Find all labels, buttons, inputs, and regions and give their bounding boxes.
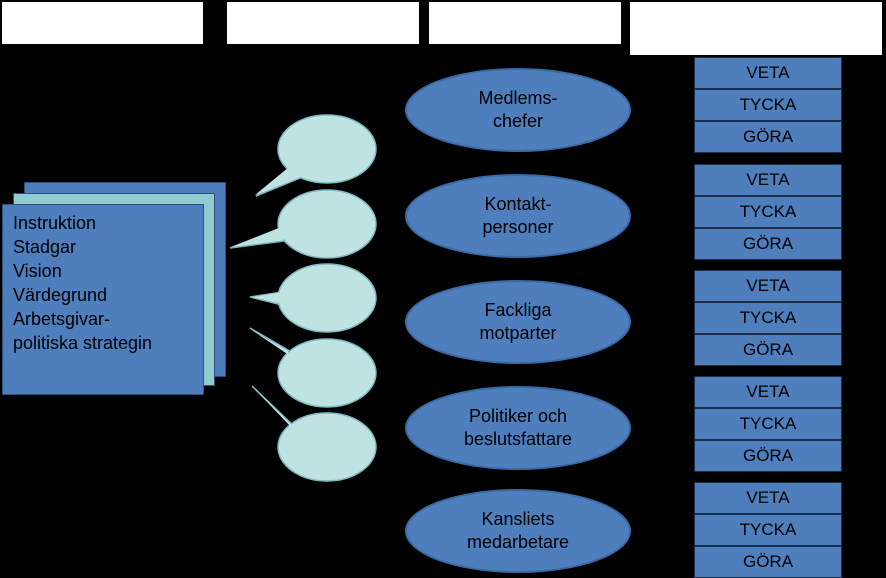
veta-cell: VETA [694, 376, 842, 408]
veta-cell: VETA [694, 164, 842, 196]
gora-cell: GÖRA [694, 546, 842, 578]
veta-cell: VETA [694, 482, 842, 514]
document-line: Arbetsgivar- [13, 309, 111, 329]
speech-bubble-5 [251, 385, 377, 482]
gora-cell: GÖRA [694, 334, 842, 366]
group-label: Medlems- chefer [478, 88, 558, 131]
group-label: Kontakt- personer [482, 194, 554, 237]
header-box-3 [427, 0, 623, 46]
group-ellipse-3: Fackliga motparter [405, 280, 631, 364]
gora-cell: GÖRA [694, 228, 842, 260]
group-label: Fackliga motparter [479, 300, 557, 343]
header-box-2 [225, 0, 421, 46]
veta-cell: VETA [694, 270, 842, 302]
header-box-1 [0, 0, 205, 46]
document-line: Vision [13, 261, 62, 281]
tycka-cell: TYCKA [694, 514, 842, 546]
speech-bubble-3 [249, 263, 377, 333]
knowledge-group-4: VETA TYCKA GÖRA [694, 376, 842, 472]
knowledge-group-2: VETA TYCKA GÖRA [694, 164, 842, 260]
tycka-cell: TYCKA [694, 302, 842, 334]
speech-bubble-2 [229, 189, 377, 259]
document-line: politiska strategin [13, 333, 153, 353]
document-line: Värdegrund [13, 285, 108, 305]
knowledge-group-1: VETA TYCKA GÖRA [694, 57, 842, 153]
document-line: Instruktion [13, 213, 97, 233]
gora-cell: GÖRA [694, 440, 842, 472]
group-label: Politiker och beslutsfattare [463, 406, 573, 449]
knowledge-group-3: VETA TYCKA GÖRA [694, 270, 842, 366]
speech-bubble-1 [255, 114, 377, 197]
veta-cell: VETA [694, 57, 842, 89]
speech-bubble-4 [249, 327, 377, 408]
group-ellipse-1: Medlems- chefer [405, 68, 631, 152]
tycka-cell: TYCKA [694, 196, 842, 228]
group-ellipse-4: Politiker och beslutsfattare [405, 386, 631, 470]
knowledge-group-5: VETA TYCKA GÖRA [694, 482, 842, 578]
group-ellipse-5: Kansliets medarbetare [405, 489, 631, 573]
gora-cell: GÖRA [694, 121, 842, 153]
document-front: Instruktion Stadgar Vision Värdegrund Ar… [2, 204, 204, 395]
group-ellipse-2: Kontakt- personer [405, 174, 631, 258]
tycka-cell: TYCKA [694, 408, 842, 440]
group-label: Kansliets medarbetare [466, 509, 570, 552]
document-line: Stadgar [13, 237, 77, 257]
tycka-cell: TYCKA [694, 89, 842, 121]
header-box-4 [628, 0, 884, 57]
